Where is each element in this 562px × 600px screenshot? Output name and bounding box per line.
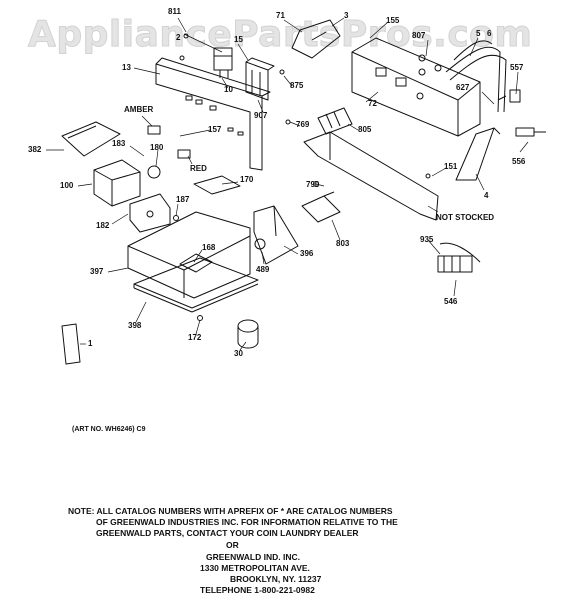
callout-1: 1: [88, 339, 93, 348]
part-182-bracket: [129, 193, 171, 233]
watermark-logo: AppliancePartsPros.com: [27, 14, 533, 56]
callout-172: 172: [188, 333, 202, 342]
callout-546: 546: [444, 297, 458, 306]
part-187-clip: [173, 215, 179, 221]
note-line: GREENWALD PARTS, CONTACT YOUR COIN LAUND…: [96, 528, 359, 538]
or-text: OR: [226, 540, 239, 550]
part-397-housing: [127, 211, 251, 299]
address-line: TELEPHONE 1-800-221-0982: [200, 585, 315, 595]
part-151-screw: [425, 173, 431, 179]
callout-811: 811: [168, 7, 181, 16]
part-769-screw: [285, 119, 291, 125]
part-382-lens: [61, 121, 121, 157]
note-line: NOTE: ALL CATALOG NUMBERS WITH APREFIX O…: [68, 506, 393, 516]
callout-187: 187: [176, 195, 190, 204]
callout-6: 6: [487, 29, 492, 38]
part-556-connector: [515, 127, 546, 137]
part-72-backsplash: [351, 37, 481, 137]
callout-182: 182: [96, 221, 110, 230]
part-907-terminal-block: [245, 57, 275, 101]
callout-627: 627: [456, 83, 470, 92]
part-790-nut: [313, 181, 319, 187]
part-100-timer: [93, 159, 141, 207]
part-398-base-plate: [133, 257, 259, 313]
part-172-screw: [197, 315, 203, 321]
callout-396: 396: [300, 249, 314, 258]
callout-157: 157: [208, 125, 222, 134]
callout-557: 557: [510, 63, 524, 72]
callout-183: 183: [112, 139, 126, 148]
address-line: BROOKLYN, NY. 11237: [230, 574, 322, 584]
callout-398: 398: [128, 321, 142, 330]
callout-935: 935: [420, 235, 434, 244]
callout-15: 15: [234, 35, 243, 44]
part-489-fitting: [254, 238, 266, 250]
callout-168: 168: [202, 243, 216, 252]
part-803-pressure-switch: [301, 191, 341, 223]
part-13-control-panel: [155, 57, 271, 171]
part-10-switch: [213, 47, 233, 78]
callout-155: 155: [386, 16, 400, 25]
part-875-screw: [279, 69, 285, 75]
callout-amber: AMBER: [124, 105, 154, 114]
callout-790: 790: [306, 180, 320, 189]
callout-805: 805: [358, 125, 372, 134]
part-2-screw: [179, 33, 189, 61]
callout-489: 489: [256, 265, 270, 274]
part-627-hose: [445, 40, 507, 113]
callout-10: 10: [224, 85, 233, 94]
callout-807: 807: [412, 31, 426, 40]
callout-907: 907: [254, 111, 268, 120]
callout-2: 2: [176, 33, 181, 42]
callout-13: 13: [122, 63, 131, 72]
note-line: OF GREENWALD INDUSTRIES INC. FOR INFORMA…: [96, 517, 398, 527]
part-71-bracket: [291, 19, 341, 59]
callout-170: 170: [240, 175, 254, 184]
part-30-capacitor: [237, 319, 259, 349]
callout-875: 875: [290, 81, 304, 90]
callout-30: 30: [234, 349, 243, 358]
callout-180: 180: [150, 143, 164, 152]
part-157-indicator-light: [147, 125, 191, 159]
callout-71: 71: [276, 11, 285, 20]
part-1-manual: [61, 323, 81, 365]
part-180-knob: [147, 165, 161, 179]
callout-100: 100: [60, 181, 74, 190]
part-807-nuts: [418, 54, 442, 76]
callout-556: 556: [512, 157, 526, 166]
callout-769: 769: [296, 120, 310, 129]
part-557-connector: [497, 89, 521, 103]
callout-382: 382: [28, 145, 42, 154]
address-line: GREENWALD IND. INC.: [206, 552, 300, 562]
callout-397: 397: [90, 267, 104, 276]
callout-151: 151: [444, 162, 458, 171]
art-number: (ART NO. WH6246) C9: [72, 426, 146, 433]
address-line: 1330 METROPOLITAN AVE.: [200, 563, 310, 573]
callout-4: 4: [484, 191, 489, 200]
part-170-pad: [193, 175, 241, 195]
part-546-harness: [437, 242, 481, 273]
callout-3: 3: [344, 11, 349, 20]
part-console-support: [303, 131, 439, 221]
callout-red: RED: [190, 164, 207, 173]
catalog-note: NOTE: ALL CATALOG NUMBERS WITH APREFIX O…: [68, 506, 398, 539]
callout-5: 5: [476, 29, 481, 38]
callout-803: 803: [336, 239, 350, 248]
part-396-shield: [253, 205, 299, 265]
callout-72: 72: [368, 99, 377, 108]
part-805-switch-bank: [317, 107, 353, 135]
part-4-side-bracket: [455, 127, 501, 181]
callout-not-stocked: NOT STOCKED: [436, 213, 495, 222]
